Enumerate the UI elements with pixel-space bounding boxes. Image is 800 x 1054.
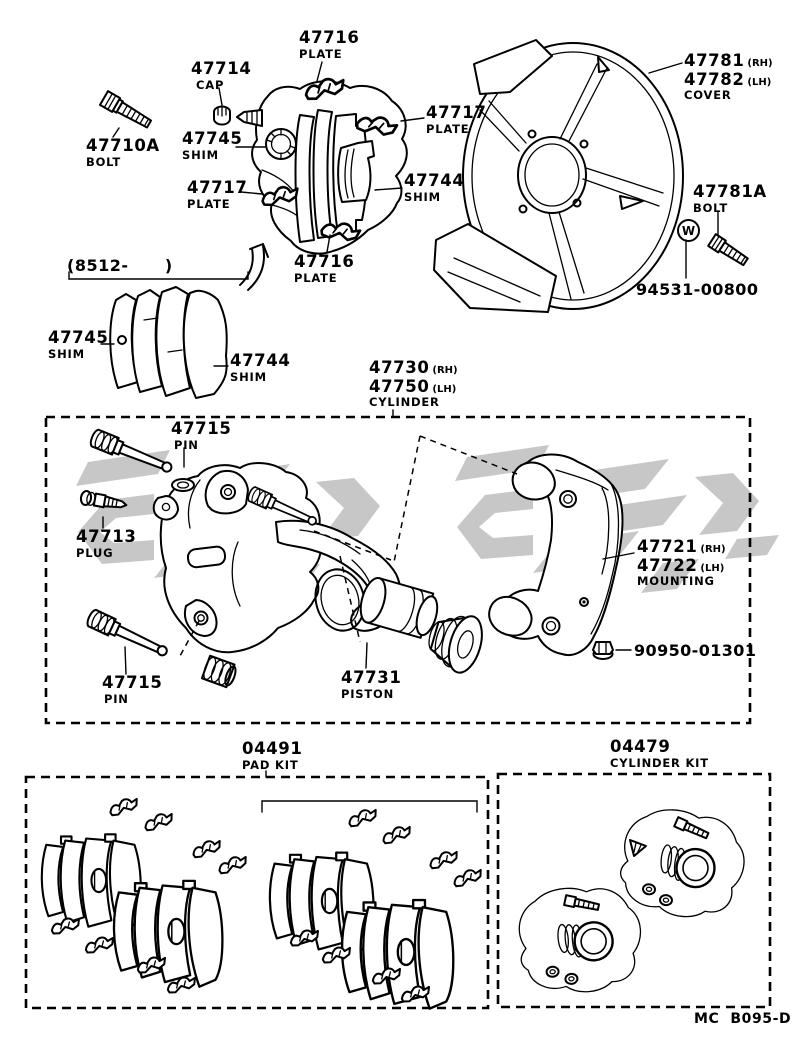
callout-plate-left: 47717 PLATE: [187, 178, 248, 211]
callout-washer-number: 94531-00800: [636, 280, 759, 299]
date-range-label: (8512- ): [67, 256, 173, 275]
mounting-bracket-drawing: [488, 453, 624, 656]
callout-pin-bottom: 47715 PIN: [102, 673, 163, 706]
callout-cover: 47781(RH) 47782(LH) COVER: [684, 51, 773, 102]
callout-nut-number: 90950-01301: [634, 641, 757, 660]
pad-shim-stack-drawing: [109, 286, 228, 399]
callout-mounting: 47721(RH) 47722(LH) MOUNTING: [637, 537, 726, 588]
callout-cylinder-kit: 04479 CYLINDER KIT: [610, 737, 709, 770]
bleeder-plug-drawing: [79, 490, 128, 509]
callout-cap: 47714 CAP: [191, 59, 252, 92]
pad-kit-contents-drawing: [40, 795, 485, 1010]
page-code: MC B095-D: [694, 1011, 792, 1027]
dust-shield-drawing: [433, 39, 684, 313]
callout-cylinder: 47730(RH) 47750(LH) CYLINDER: [369, 358, 458, 409]
callout-plate-top: 47716 PLATE: [299, 28, 360, 61]
callout-pin-top: 47715 PIN: [171, 419, 232, 452]
callout-shim45-top: 47745 SHIM: [182, 129, 243, 162]
cylinder-assembly-box: [44, 415, 752, 725]
callout-bolt-a: 47710A BOLT: [86, 136, 160, 169]
retaining-nut-drawing: [592, 641, 614, 660]
washer-mark-symbol: W: [677, 219, 700, 242]
piston-drawing: [359, 576, 439, 639]
cylinder-kit-contents-drawing: [513, 803, 751, 1000]
pin-boot-drawing: [200, 654, 237, 689]
callout-plate-bottom: 47716 PLATE: [294, 252, 355, 285]
callout-cover-bolt: 47781A BOLT: [693, 182, 767, 215]
cover-bolt-drawing: [707, 233, 749, 267]
pad-kit-box: [24, 775, 490, 1010]
callout-shim44-right: 47744 SHIM: [404, 171, 465, 204]
callout-shim44-mid: 47744 SHIM: [230, 351, 291, 384]
leader-lines: [100, 61, 719, 778]
callout-plate-right: 47717 PLATE: [426, 103, 487, 136]
cylinder-kit-box: [496, 772, 772, 1009]
callout-piston: 47731 PISTON: [341, 668, 402, 701]
piston-boot-drawing: [428, 615, 483, 674]
callout-plug: 47713 PLUG: [76, 527, 137, 560]
callout-pad-kit: 04491 PAD KIT: [242, 739, 303, 772]
callout-shim45-mid: 47745 SHIM: [48, 328, 109, 361]
slide-pin-bottom-drawing: [84, 607, 172, 662]
date-bracket-and-arrow: [68, 243, 269, 291]
caliper-assembly-drawing: [99, 75, 408, 255]
